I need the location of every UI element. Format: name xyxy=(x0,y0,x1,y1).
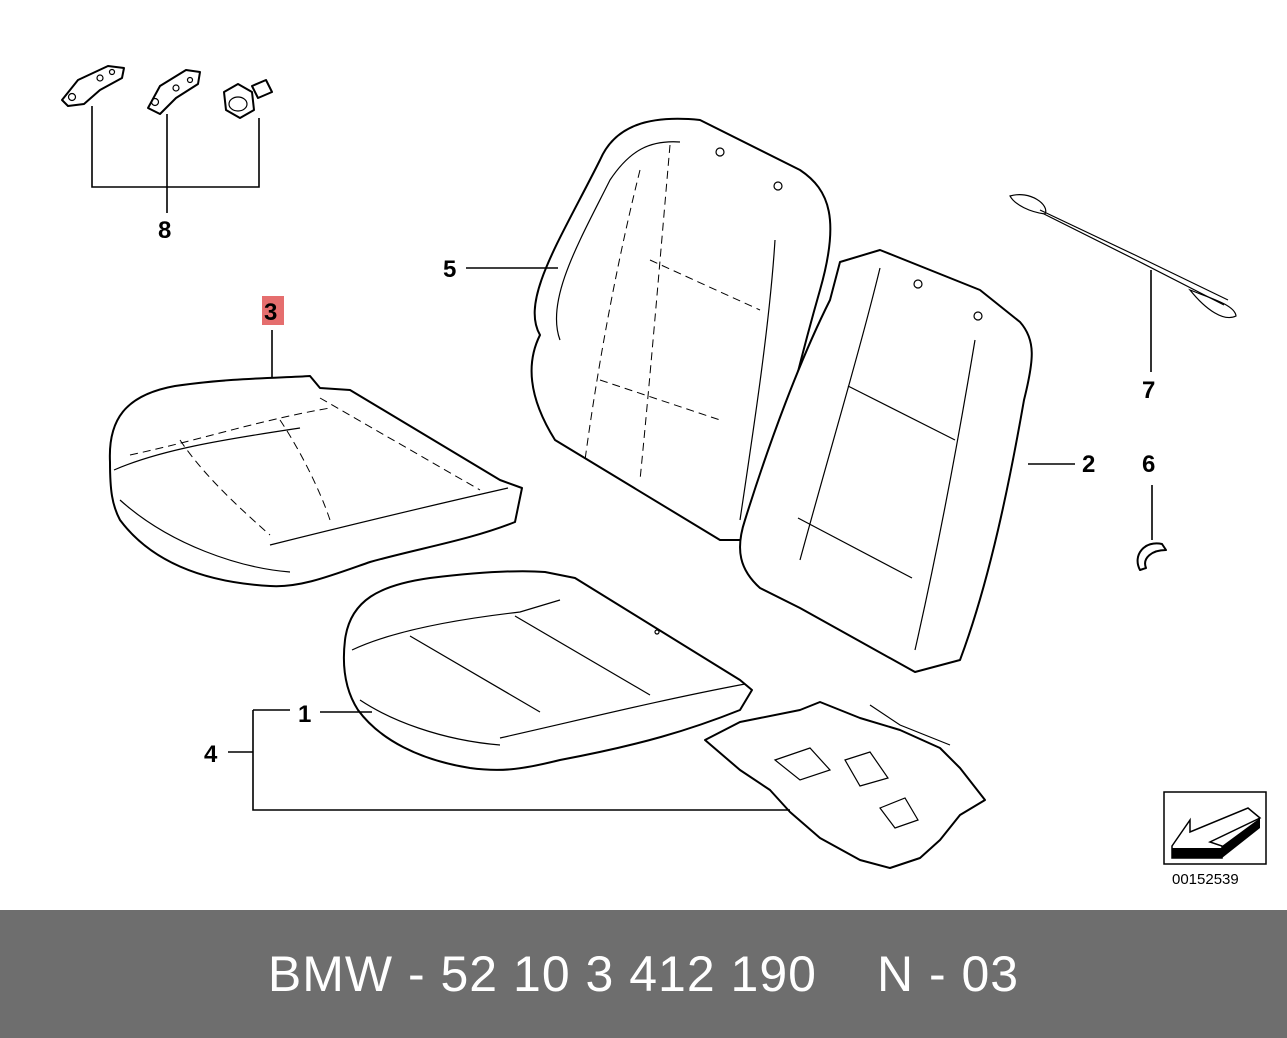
callout-2: 2 xyxy=(1082,451,1095,478)
bracket-left xyxy=(61,65,125,107)
callout-8: 8 xyxy=(158,217,171,244)
backrest-frame xyxy=(739,249,1033,673)
orientation-arrow-icon xyxy=(1163,791,1267,865)
callout-3: 3 xyxy=(264,299,277,326)
footer-bar: BMW - 52 10 3 412 190 N - 03 xyxy=(0,910,1287,1038)
callout-5: 5 xyxy=(443,256,456,283)
backrest-cover xyxy=(530,117,832,541)
reference-code: 00152539 xyxy=(1172,871,1239,888)
seat-cushion xyxy=(342,570,753,771)
wire xyxy=(1009,194,1237,319)
callout-3-highlight xyxy=(262,296,284,325)
part-number: BMW - 52 10 3 412 190 xyxy=(267,946,817,1002)
callout-6: 6 xyxy=(1142,451,1155,478)
seat-cover xyxy=(108,375,523,588)
bracket-right xyxy=(147,69,201,115)
leader-8 xyxy=(91,106,260,213)
parts-diagram: 8 3 5 2 xyxy=(61,65,1267,888)
clip xyxy=(1136,542,1167,571)
seat-mat xyxy=(704,701,986,869)
bolt xyxy=(223,79,273,119)
callout-1: 1 xyxy=(298,701,311,728)
diagram-code: N - 03 xyxy=(876,946,1020,1002)
callout-4: 4 xyxy=(204,741,218,768)
leader-4 xyxy=(228,709,790,811)
callout-7: 7 xyxy=(1142,377,1155,404)
